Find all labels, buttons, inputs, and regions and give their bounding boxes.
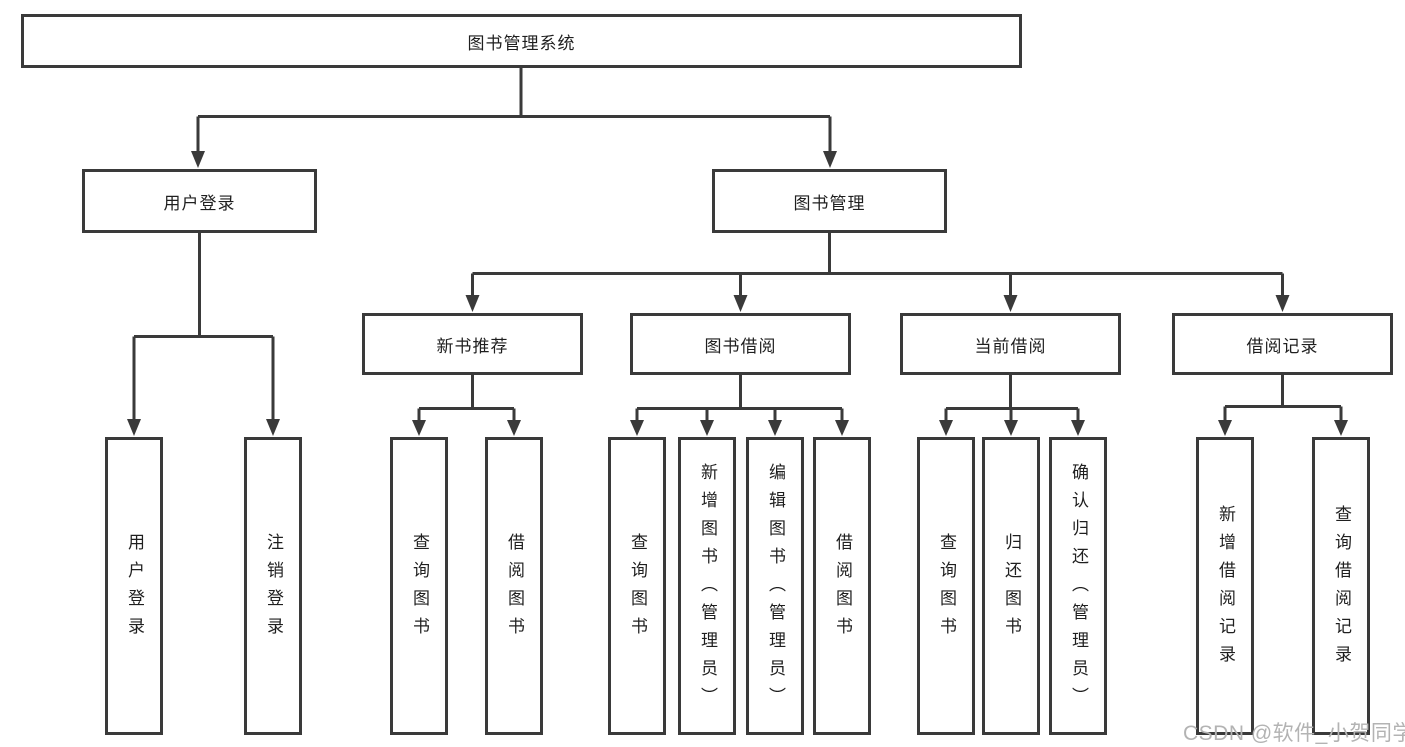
arrowhead-icon <box>823 151 837 168</box>
leaf-query-books-3: 查询图书 <box>917 437 975 735</box>
node-user-login: 用户登录 <box>82 169 317 233</box>
arrowhead-icon <box>1218 420 1232 436</box>
connector-root-to-level2 <box>191 68 837 168</box>
arrowhead-icon <box>1004 420 1018 436</box>
connector-borrow-to-leaves <box>630 375 849 436</box>
leaf-query-books-1: 查询图书 <box>390 437 448 735</box>
node-current-borrow: 当前借阅 <box>900 313 1121 375</box>
leaf-borrow-books-1: 借阅图书 <box>485 437 543 735</box>
arrowhead-icon <box>630 420 644 436</box>
leaf-add-book-admin: 新增图书（管理员） <box>678 437 736 735</box>
arrowhead-icon <box>127 419 141 436</box>
leaf-query-books-2: 查询图书 <box>608 437 666 735</box>
arrowhead-icon <box>733 295 748 312</box>
node-root-system: 图书管理系统 <box>21 14 1022 68</box>
arrowhead-icon <box>507 420 521 436</box>
arrowhead-icon <box>191 151 205 168</box>
arrowhead-icon <box>700 420 714 436</box>
arrowhead-icon <box>939 420 953 436</box>
leaf-confirm-return-admin: 确认归还（管理员） <box>1049 437 1107 735</box>
node-borrow-record: 借阅记录 <box>1172 313 1393 375</box>
connector-current-to-leaves <box>939 375 1085 436</box>
arrowhead-icon <box>412 420 426 436</box>
leaf-logout: 注销登录 <box>244 437 302 735</box>
connector-record-to-leaves <box>1218 375 1348 436</box>
node-book-borrow: 图书借阅 <box>630 313 851 375</box>
arrowhead-icon <box>465 295 480 312</box>
csdn-watermark: CSDN @软件_小贺同学 <box>1183 722 1405 745</box>
connector-userlogin-to-leaves <box>127 233 280 436</box>
arrowhead-icon <box>1275 295 1290 312</box>
connector-bookmgmt-to-level3 <box>465 233 1290 312</box>
arrowhead-icon <box>1071 420 1085 436</box>
leaf-user-login: 用户登录 <box>105 437 163 735</box>
leaf-edit-book-admin: 编辑图书（管理员） <box>746 437 804 735</box>
leaf-borrow-books-2: 借阅图书 <box>813 437 871 735</box>
arrowhead-icon <box>768 420 782 436</box>
node-book-management: 图书管理 <box>712 169 947 233</box>
arrowhead-icon <box>1003 295 1018 312</box>
arrowhead-icon <box>835 420 849 436</box>
leaf-return-book: 归还图书 <box>982 437 1040 735</box>
leaf-query-borrow-record: 查询借阅记录 <box>1312 437 1370 735</box>
arrowhead-icon <box>1334 420 1348 436</box>
leaf-add-borrow-record: 新增借阅记录 <box>1196 437 1254 735</box>
arrowhead-icon <box>266 419 280 436</box>
node-new-book-recommend: 新书推荐 <box>362 313 583 375</box>
connector-newbook-to-leaves <box>412 375 521 436</box>
